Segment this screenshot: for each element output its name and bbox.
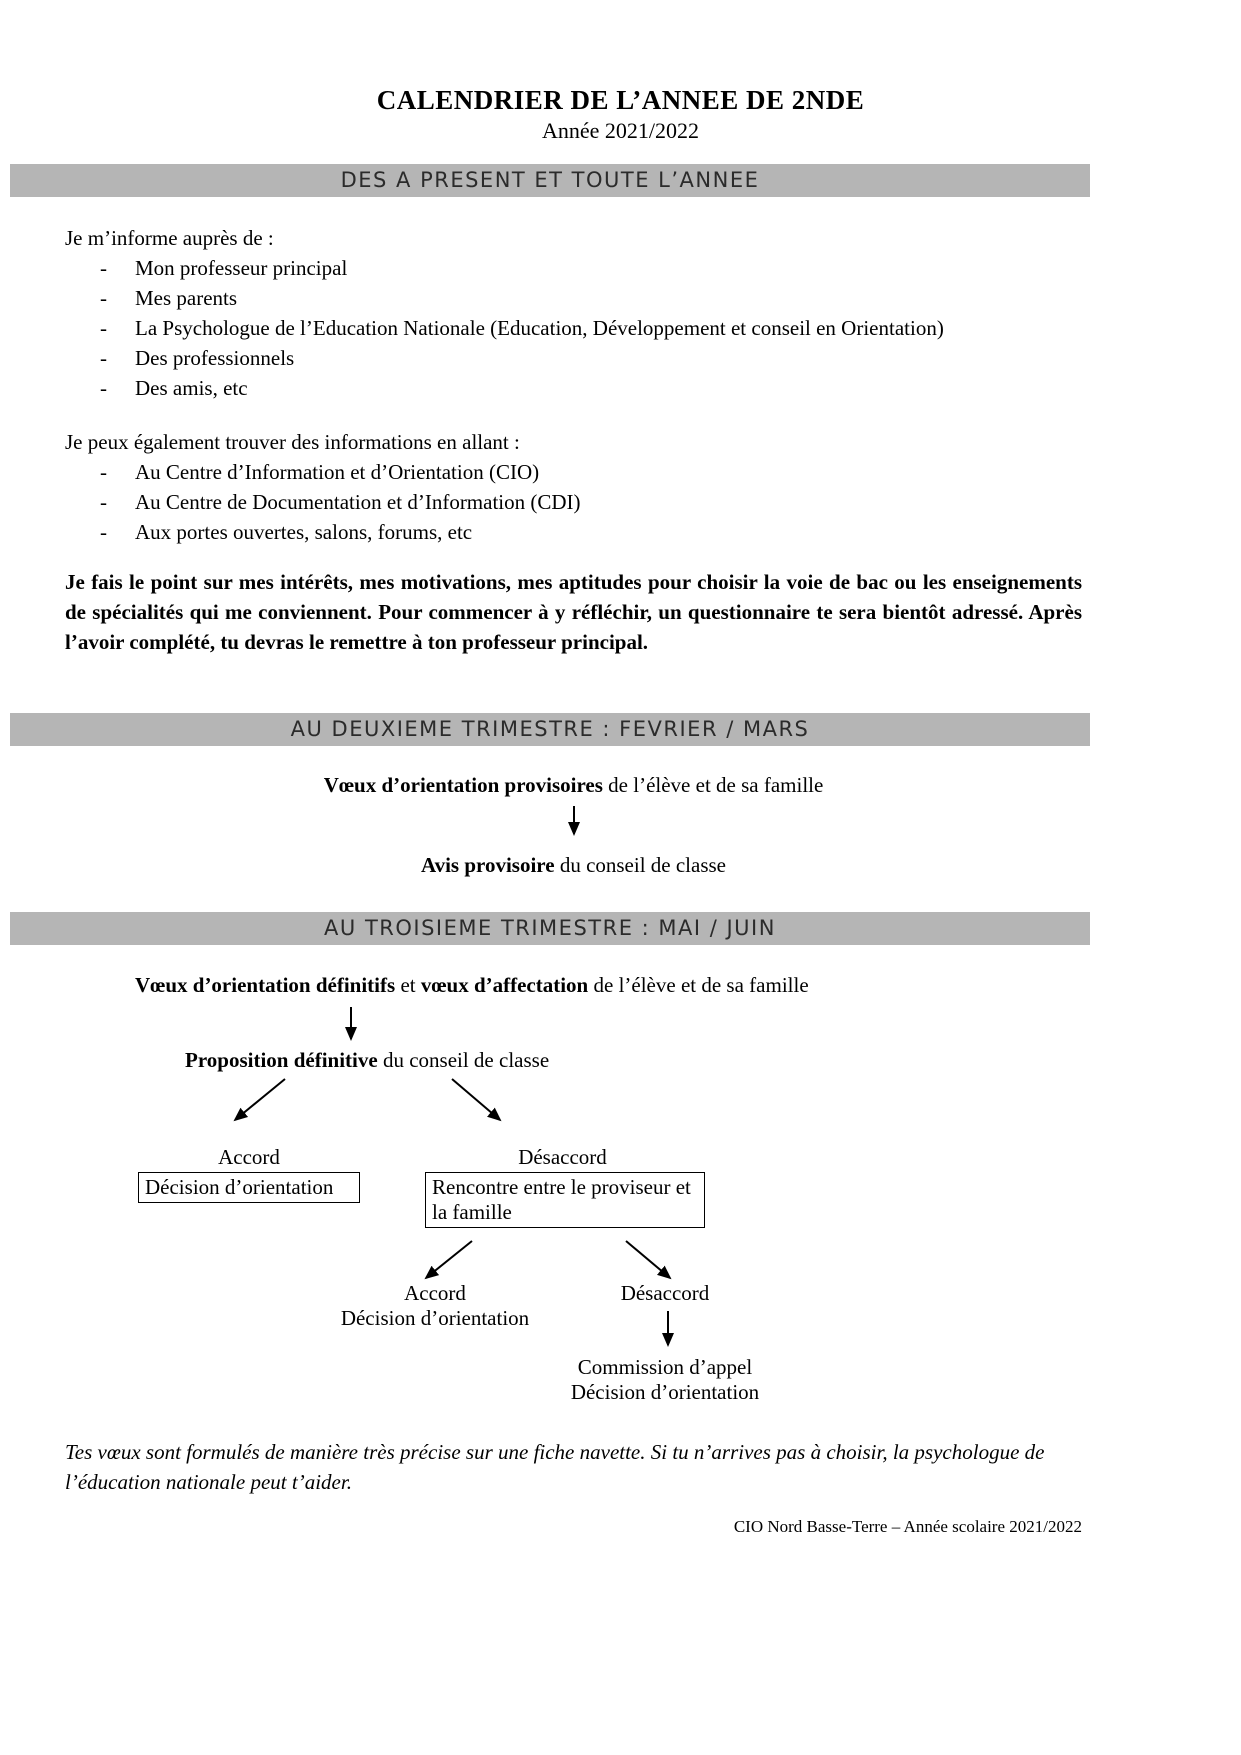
dash-bullet-icon: - — [100, 316, 107, 340]
dash-bullet-icon: - — [100, 490, 107, 514]
dash-bullet-icon: - — [100, 256, 107, 280]
trimester2-flow: Vœux d’orientation provisoires de l’élèv… — [65, 770, 1082, 880]
list-item: - Mes parents — [65, 283, 1082, 313]
commission-decision-label: Décision d’orientation — [570, 1380, 760, 1404]
dash-bullet-icon: - — [100, 520, 107, 544]
footer-credit: CIO Nord Basse-Terre – Année scolaire 20… — [733, 1517, 1082, 1536]
intro-paragraph-places: Je peux également trouver des informatio… — [65, 430, 520, 454]
arrow-down-icon — [567, 806, 580, 836]
info-places-list: - Au Centre d’Information et d’Orientatio… — [65, 457, 1082, 547]
t2-step-avis-bold: Avis provisoire — [420, 853, 555, 877]
sub-accord-result: Décision d’orientation — [340, 1306, 530, 1330]
t3-step-proposition-bold: Proposition définitive — [185, 1048, 378, 1072]
t3-step-proposition: Proposition définitive du conseil de cla… — [185, 1048, 549, 1073]
list-item: - Des professionnels — [65, 343, 1082, 373]
list-item: - La Psychologue de l’Education Nationale… — [65, 313, 1082, 343]
t2-arrow-wrap — [65, 804, 1082, 844]
dash-bullet-icon: - — [100, 376, 107, 400]
t2-step-voeux: Vœux d’orientation provisoires de l’élèv… — [65, 770, 1082, 800]
section-banner-now: DES A PRESENT ET TOUTE L’ANNEE — [10, 164, 1090, 197]
t3-step-voeux-rest: de l’élève et de sa famille — [588, 973, 809, 997]
t2-step-avis-rest: du conseil de classe — [554, 853, 727, 877]
sub-accord-label: Accord — [404, 1281, 466, 1305]
list-item: - Au Centre d’Information et d’Orientatio… — [65, 457, 1082, 487]
t3-step-voeux-bold1: Vœux d’orientation définitifs — [135, 973, 396, 997]
trimester3-flowchart: Vœux d’orientation définitifs et vœux d’… — [0, 945, 1241, 1415]
list-item-text: Aux portes ouvertes, salons, forums, etc — [135, 520, 473, 544]
t3-step-proposition-rest: du conseil de classe — [377, 1048, 550, 1072]
section-banner-trimester2: AU DEUXIEME TRIMESTRE : FEVRIER / MARS — [10, 713, 1090, 746]
rencontre-proviseur-box: Rencontre entre le proviseur et la famil… — [425, 1172, 705, 1228]
arrow-diagonal-right-icon — [625, 1240, 672, 1280]
list-item-text: La Psychologue de l’Education Nationale … — [135, 316, 944, 340]
arrow-down-icon — [345, 1007, 357, 1041]
list-item-text: Mes parents — [135, 286, 238, 310]
dash-bullet-icon: - — [100, 286, 107, 310]
dash-bullet-icon: - — [100, 460, 107, 484]
bold-advice-paragraph: Je fais le point sur mes intérêts, mes m… — [65, 570, 1082, 654]
arrow-diagonal-left-icon — [424, 1240, 473, 1280]
list-item-text: Mon professeur principal — [135, 256, 348, 280]
list-item: - Mon professeur principal — [65, 253, 1082, 283]
list-item-text: Au Centre d’Information et d’Orientation… — [135, 460, 540, 484]
section-banner-trimester3: AU TROISIEME TRIMESTRE : MAI / JUIN — [10, 912, 1090, 945]
list-item: - Au Centre de Documentation et d’Informa… — [65, 487, 1082, 517]
page-subtitle: Année 2021/2022 — [541, 118, 700, 143]
t3-step-voeux-mid: et — [395, 973, 421, 997]
t2-step-avis: Avis provisoire du conseil de classe — [65, 850, 1082, 880]
info-sources-list: - Mon professeur principal - Mes parents -… — [65, 253, 1082, 403]
desaccord-label: Désaccord — [518, 1145, 607, 1169]
list-item: - Aux portes ouvertes, salons, forums, et… — [65, 517, 1082, 547]
section-now-content: Je m’informe auprès de : - Mon professeur… — [65, 223, 1082, 657]
t2-step-voeux-bold: Vœux d’orientation provisoires — [323, 773, 603, 797]
decision-orientation-box: Décision d’orientation — [138, 1172, 360, 1203]
t3-step-voeux-bold2: vœux d’affectation — [420, 973, 589, 997]
sub-desaccord-label: Désaccord — [620, 1281, 710, 1305]
list-item-text: Des amis, etc — [135, 376, 248, 400]
commission-appel-label: Commission d’appel — [577, 1355, 753, 1379]
list-item-text: Au Centre de Documentation et d’Informat… — [135, 490, 581, 514]
t3-step-voeux: Vœux d’orientation définitifs et vœux d’… — [135, 973, 809, 998]
italic-note: Tes vœux sont formulés de manière très p… — [65, 1440, 1045, 1494]
arrow-down-icon — [662, 1311, 674, 1347]
page-title: CALENDRIER DE L’ANNEE DE 2NDE — [376, 85, 865, 115]
list-item-text: Des professionnels — [135, 346, 295, 370]
arrow-diagonal-right-icon — [451, 1078, 502, 1122]
list-item: - Des amis, etc — [65, 373, 1082, 403]
t2-step-voeux-rest: de l’élève et de sa famille — [602, 773, 824, 797]
accord-label: Accord — [218, 1145, 280, 1169]
intro-paragraph-sources: Je m’informe auprès de : — [65, 226, 274, 250]
dash-bullet-icon: - — [100, 346, 107, 370]
arrow-diagonal-left-icon — [233, 1078, 286, 1122]
document-header: CALENDRIER DE L’ANNEE DE 2NDE Année 2021… — [0, 0, 1241, 144]
